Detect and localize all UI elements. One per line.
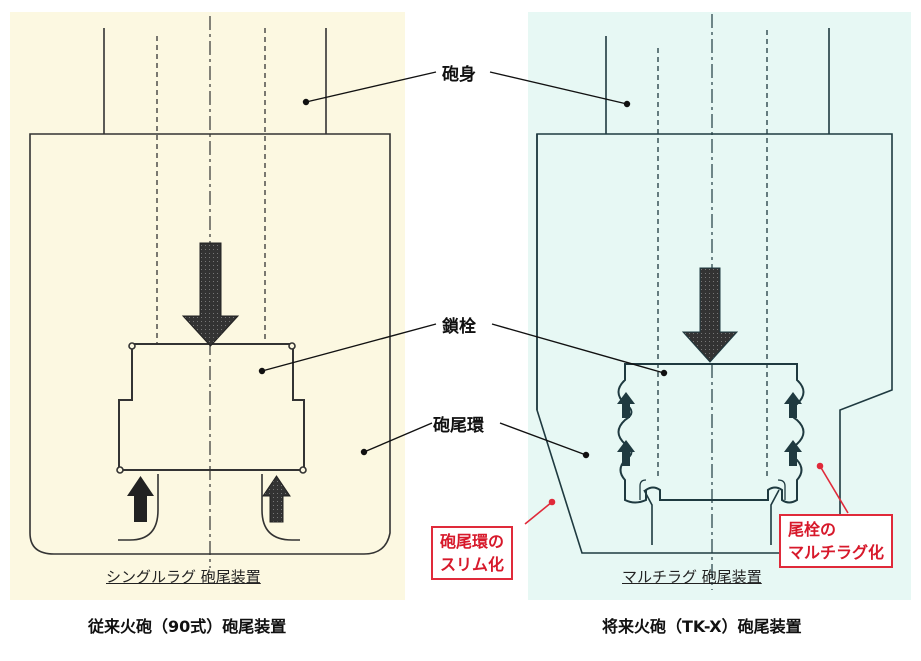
note-multi-lug: 尾栓の マルチラグ化 — [779, 514, 894, 568]
left-breechblock — [118, 343, 305, 471]
right-breech-ring — [536, 133, 893, 554]
left-subtitle: シングルラグ 砲尾装置 — [106, 568, 261, 586]
note-multi-lug-line2: マルチラグ化 — [788, 543, 885, 562]
left-recess — [261, 474, 300, 541]
leader-lines — [258, 71, 668, 459]
label-breech-ring: 砲尾環 — [433, 416, 484, 436]
left-recess — [118, 474, 159, 541]
right-breechblock — [617, 363, 805, 504]
label-barrel: 砲身 — [442, 65, 476, 85]
right-caption: 将来火砲（TK-X）砲尾装置 — [602, 617, 802, 636]
right-recess — [770, 489, 780, 545]
label-breechblock: 鎖栓 — [442, 317, 476, 337]
right-lug-arrow — [617, 392, 635, 418]
note-multi-lug-line1: 尾栓の — [788, 520, 837, 539]
right-thrust-arrow — [681, 267, 739, 363]
left-lug-arrow — [127, 476, 154, 522]
note-leaders — [524, 462, 849, 525]
left-breech-ring — [29, 133, 391, 555]
left-thrust-arrow — [181, 242, 240, 347]
note-slim-ring-line1: 砲尾環の — [440, 532, 505, 551]
left-lug-arrow — [262, 475, 291, 523]
right-lug-arrow — [617, 440, 635, 466]
note-slim-ring-line2: スリム化 — [440, 555, 505, 574]
right-lug-arrow — [784, 440, 802, 466]
right-subtitle: マルチラグ 砲尾装置 — [622, 568, 762, 586]
left-caption: 従来火砲（90式）砲尾装置 — [88, 617, 287, 636]
note-slim-ring: 砲尾環の スリム化 — [431, 526, 514, 580]
right-lug-arrow — [784, 392, 802, 418]
